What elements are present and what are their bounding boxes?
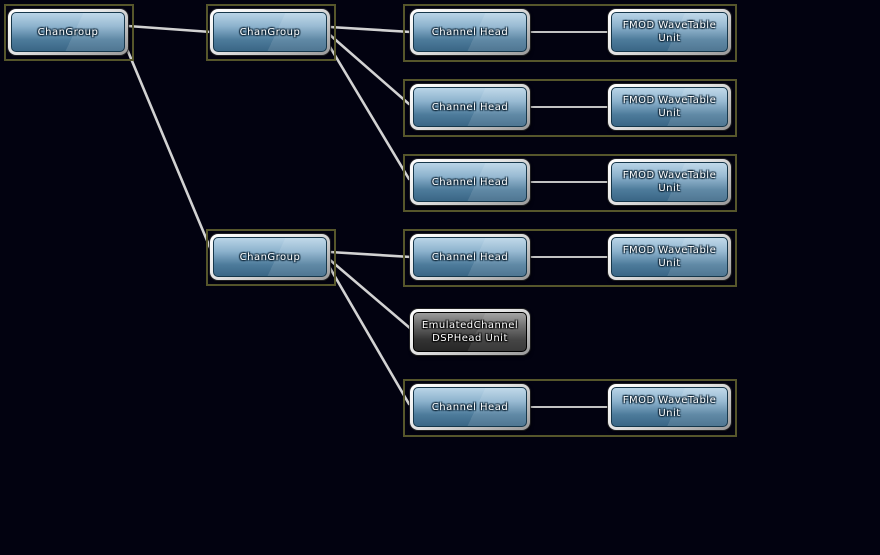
node-fill: Channel Head [413, 87, 527, 127]
node-label: ChanGroup [239, 251, 301, 263]
node-channel-head-2[interactable]: Channel Head [410, 84, 530, 130]
node-fill: FMOD WaveTable Unit [611, 387, 728, 427]
node-channel-head-4[interactable]: Channel Head [410, 234, 530, 280]
group-row-1 [403, 4, 737, 62]
node-fmod-wavetable-5[interactable]: FMOD WaveTable Unit [608, 384, 731, 430]
group-changroup-a [206, 4, 336, 61]
node-fill: FMOD WaveTable Unit [611, 162, 728, 202]
edge-changroup-b-to-channel-head-5 [328, 266, 411, 406]
node-label: FMOD WaveTable Unit [622, 395, 717, 419]
node-channel-head-1[interactable]: Channel Head [410, 9, 530, 55]
node-label: FMOD WaveTable Unit [622, 20, 717, 44]
edge-root-to-changroup-a [126, 24, 213, 34]
node-fill: FMOD WaveTable Unit [611, 12, 728, 52]
edge-changroup-b-to-emulated-channel [328, 258, 413, 331]
node-label: Channel Head [431, 176, 509, 188]
node-fill: FMOD WaveTable Unit [611, 87, 728, 127]
node-fill: Channel Head [413, 237, 527, 277]
node-fill: ChanGroup [11, 12, 125, 52]
node-label: Channel Head [431, 26, 509, 38]
group-row-3 [403, 154, 737, 212]
node-fill: Channel Head [413, 387, 527, 427]
node-fill: Channel Head [413, 12, 527, 52]
node-label: Channel Head [431, 101, 509, 113]
node-label: FMOD WaveTable Unit [622, 245, 717, 269]
node-label: FMOD WaveTable Unit [622, 95, 717, 119]
node-label: ChanGroup [37, 26, 99, 38]
edge-changroup-a-to-channel-head-1 [328, 25, 413, 34]
node-fmod-wavetable-1[interactable]: FMOD WaveTable Unit [608, 9, 731, 55]
node-fill: EmulatedChannel DSPHead Unit [413, 312, 527, 352]
group-row-4 [403, 229, 737, 287]
edge-changroup-a-to-channel-head-2 [328, 33, 411, 106]
node-changroup-b[interactable]: ChanGroup [210, 234, 330, 280]
node-fmod-wavetable-3[interactable]: FMOD WaveTable Unit [608, 159, 731, 205]
node-changroup-a[interactable]: ChanGroup [210, 9, 330, 55]
node-label: EmulatedChannel DSPHead Unit [421, 320, 519, 344]
node-label: Channel Head [431, 401, 509, 413]
node-label: ChanGroup [239, 26, 301, 38]
node-emulated-channel[interactable]: EmulatedChannel DSPHead Unit [410, 309, 530, 355]
node-fmod-wavetable-4[interactable]: FMOD WaveTable Unit [608, 234, 731, 280]
group-row-6 [403, 379, 737, 437]
node-fill: Channel Head [413, 162, 527, 202]
edge-changroup-a-to-channel-head-3 [328, 45, 411, 181]
node-fmod-wavetable-2[interactable]: FMOD WaveTable Unit [608, 84, 731, 130]
group-row-2 [403, 79, 737, 137]
group-changroup-b [206, 229, 336, 286]
node-channel-head-5[interactable]: Channel Head [410, 384, 530, 430]
edge-root-to-changroup-b [125, 47, 213, 252]
node-fill: ChanGroup [213, 237, 327, 277]
node-fill: ChanGroup [213, 12, 327, 52]
node-channel-head-3[interactable]: Channel Head [410, 159, 530, 205]
edge-changroup-b-to-channel-head-4 [328, 250, 413, 259]
node-fill: FMOD WaveTable Unit [611, 237, 728, 277]
group-changroup-root [4, 4, 134, 61]
node-changroup-root[interactable]: ChanGroup [8, 9, 128, 55]
node-label: FMOD WaveTable Unit [622, 170, 717, 194]
node-label: Channel Head [431, 251, 509, 263]
